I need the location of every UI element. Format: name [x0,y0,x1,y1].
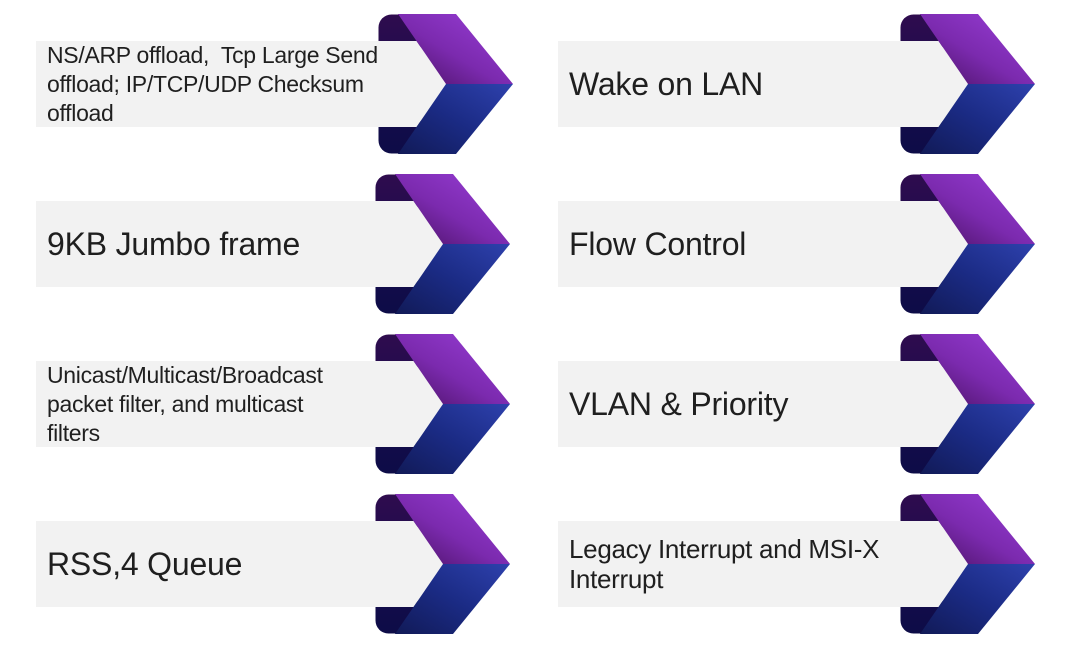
feature-label: Legacy Interrupt and MSI-X Interrupt [569,534,880,594]
feature-label-bar: Flow Control [558,201,900,287]
feature-label-bar: Wake on LAN [558,41,900,127]
arrow-face-top [920,174,1035,244]
ribbon-chevron-right-icon [900,334,1035,474]
feature-item: Wake on LAN [558,14,1035,154]
feature-label-bar: NS/ARP offload, Tcp Large Send offload; … [36,41,378,127]
arrow-face-bottom [395,404,510,474]
features-grid: NS/ARP offload, Tcp Large Send offload; … [36,14,1035,634]
ribbon-chevron-right-icon [375,174,510,314]
arrow-face-top [397,14,513,84]
arrow-notch [375,201,443,287]
arrow-notch [900,361,968,447]
arrow-notch [375,361,443,447]
arrow-face-bottom [395,564,510,634]
arrow-face-bottom [920,244,1035,314]
feature-label: 9KB Jumbo frame [47,226,301,262]
arrow-face-top [920,14,1035,84]
feature-item: NS/ARP offload, Tcp Large Send offload; … [36,14,513,154]
feature-label-bar: Legacy Interrupt and MSI-X Interrupt [558,521,900,607]
arrow-face-top [920,334,1035,404]
feature-label: Flow Control [569,226,747,262]
feature-item: Legacy Interrupt and MSI-X Interrupt [558,494,1035,634]
arrow-notch [900,41,968,127]
feature-item: Flow Control [558,174,1035,314]
arrow-notch [377,41,446,127]
feature-item: VLAN & Priority [558,334,1035,474]
feature-label: RSS,4 Queue [47,546,243,582]
ribbon-chevron-right-icon [375,334,510,474]
arrow-face-top [920,494,1035,564]
ribbon-chevron-right-icon [900,174,1035,314]
feature-item: 9KB Jumbo frame [36,174,510,314]
arrow-face-top [395,174,510,244]
arrow-face-bottom [397,84,513,154]
feature-label-bar: RSS,4 Queue [36,521,375,607]
feature-item: Unicast/Multicast/Broadcast packet filte… [36,334,510,474]
ribbon-chevron-right-icon [375,494,510,634]
arrow-notch [900,201,968,287]
feature-label: Unicast/Multicast/Broadcast packet filte… [47,361,323,446]
ribbon-chevron-right-icon [377,14,513,154]
arrow-face-bottom [920,564,1035,634]
arrow-notch [900,521,968,607]
arrow-face-top [395,494,510,564]
ribbon-chevron-right-icon [900,494,1035,634]
arrow-face-top [395,334,510,404]
arrow-face-bottom [920,84,1035,154]
feature-label-bar: 9KB Jumbo frame [36,201,375,287]
feature-label: NS/ARP offload, Tcp Large Send offload; … [47,41,378,126]
arrow-face-bottom [395,244,510,314]
feature-label-bar: Unicast/Multicast/Broadcast packet filte… [36,361,375,447]
feature-label-bar: VLAN & Priority [558,361,900,447]
feature-label: Wake on LAN [569,66,764,102]
feature-item: RSS,4 Queue [36,494,510,634]
ribbon-chevron-right-icon [900,14,1035,154]
arrow-notch [375,521,443,607]
arrow-face-bottom [920,404,1035,474]
feature-label: VLAN & Priority [569,386,789,422]
